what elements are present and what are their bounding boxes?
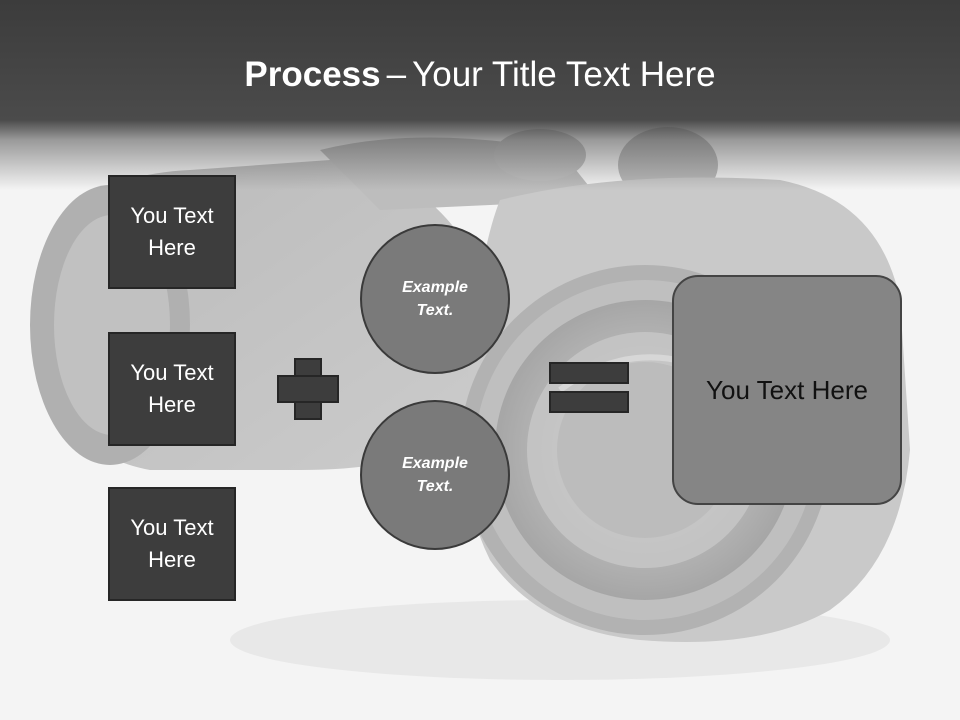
text-box-3[interactable]: You Text Here bbox=[108, 487, 236, 601]
plus-center bbox=[296, 377, 320, 401]
equals-bottom-bar bbox=[549, 391, 629, 413]
title-separator: – bbox=[386, 55, 407, 94]
title-rest: Your Title Text Here bbox=[412, 55, 716, 94]
text-box-2[interactable]: You Text Here bbox=[108, 332, 236, 446]
title-bold-word: Process bbox=[244, 55, 381, 94]
slide-title[interactable]: Process–Your Title Text Here bbox=[0, 52, 960, 98]
result-box[interactable]: You Text Here bbox=[672, 275, 902, 505]
example-circle-1[interactable]: Example Text. bbox=[360, 224, 510, 374]
title-bar bbox=[0, 0, 960, 190]
text-box-1[interactable]: You Text Here bbox=[108, 175, 236, 289]
example-circle-2[interactable]: Example Text. bbox=[360, 400, 510, 550]
equals-top-bar bbox=[549, 362, 629, 384]
